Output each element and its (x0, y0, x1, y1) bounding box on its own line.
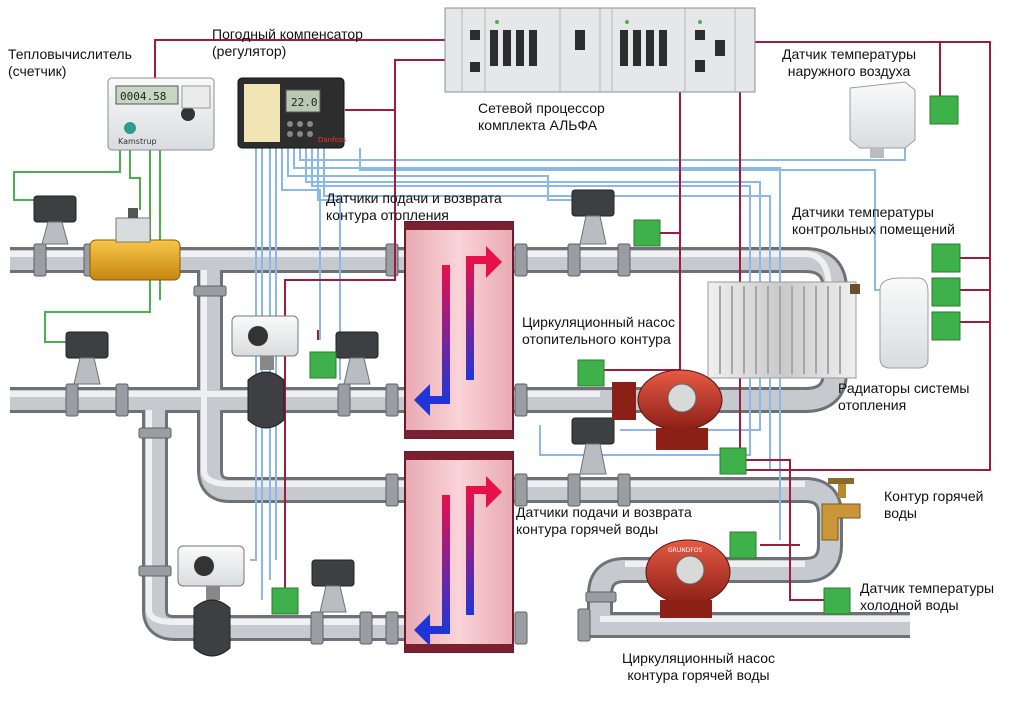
outdoor-temperature-sensor (849, 81, 916, 158)
hot-water-sensor (311, 559, 355, 613)
hot-water-heat-exchanger (404, 451, 514, 653)
network-modules (271, 95, 961, 615)
network-module-heating-supply (633, 219, 661, 247)
controller-display: 22.0 (291, 96, 318, 109)
pipe-sensors (33, 189, 615, 613)
return-sensor-left (65, 331, 109, 385)
hot-water-control-valve (177, 545, 245, 657)
label-heating-pump: Циркуляционный насос отопительного конту… (522, 314, 676, 347)
label-network-processor: Сетевой процессор комплекта АЛЬФА (478, 100, 605, 133)
network-module-hot-water-pump (729, 531, 757, 559)
heating-supply-sensor (571, 189, 615, 245)
label-heating-supply-return-sensors: Датчики подачи и возврата контура отопле… (326, 190, 502, 223)
meter-display: 0004.58 (120, 90, 166, 103)
network-module-hot-water-valve (271, 587, 299, 615)
network-module-heating-pump (577, 359, 605, 387)
network-module-room-2 (931, 277, 961, 307)
radiator (707, 281, 860, 379)
network-module-heating-return (309, 351, 337, 379)
network-module-outdoor (929, 95, 959, 125)
label-room-sensors: Датчики температуры контрольных помещени… (792, 204, 955, 237)
label-weather-compensator: Погодный компенсатор (регулятор) (212, 26, 363, 59)
weather-compensator-device: 22.0 Danfoss (237, 77, 347, 149)
network-processor-rack (444, 7, 756, 93)
label-cold-water-sensor: Датчик температуры холодной воды (860, 580, 995, 613)
heating-heat-exchanger (404, 221, 514, 439)
heating-control-valve (231, 315, 299, 429)
label-hot-water-supply-return-sensors: Датчики подачи и возврата контура горяче… (516, 504, 692, 537)
meter-brand: Kamstrup (118, 137, 157, 146)
label-radiators: Радиаторы системы отопления (838, 380, 970, 413)
heating-return-sensor (335, 331, 379, 385)
cold-flow-arrow (428, 265, 450, 404)
hot-flow-arrow (466, 256, 488, 380)
heating-circulation-pump (612, 369, 723, 450)
controller-brand: Danfoss (318, 136, 347, 144)
network-module-room-3 (931, 311, 961, 341)
pump-sensor (571, 417, 615, 475)
room-temperature-sensor (879, 277, 929, 369)
heat-calculator: 0004.58 Kamstrup (107, 77, 215, 151)
hot-water-tap (821, 478, 861, 541)
label-heat-meter: Тепловычислитель (счетчик) (8, 46, 132, 79)
network-module-cold-water (823, 587, 851, 615)
hot-water-circulation-pump: GRUNDFOS (645, 539, 731, 618)
pump-brand: GRUNDFOS (668, 547, 702, 554)
label-hot-water-pump: Циркуляционный насос контура горячей вод… (622, 650, 776, 683)
label-hot-water-circuit: Контур горячей воды (884, 488, 984, 521)
network-module-room-1 (931, 243, 961, 273)
flow-meter (89, 208, 181, 281)
network-module-pump-sensor (719, 447, 747, 475)
label-outdoor-sensor: Датчик температуры наружного воздуха (782, 46, 917, 79)
flow-sensor-top-left (33, 195, 77, 245)
